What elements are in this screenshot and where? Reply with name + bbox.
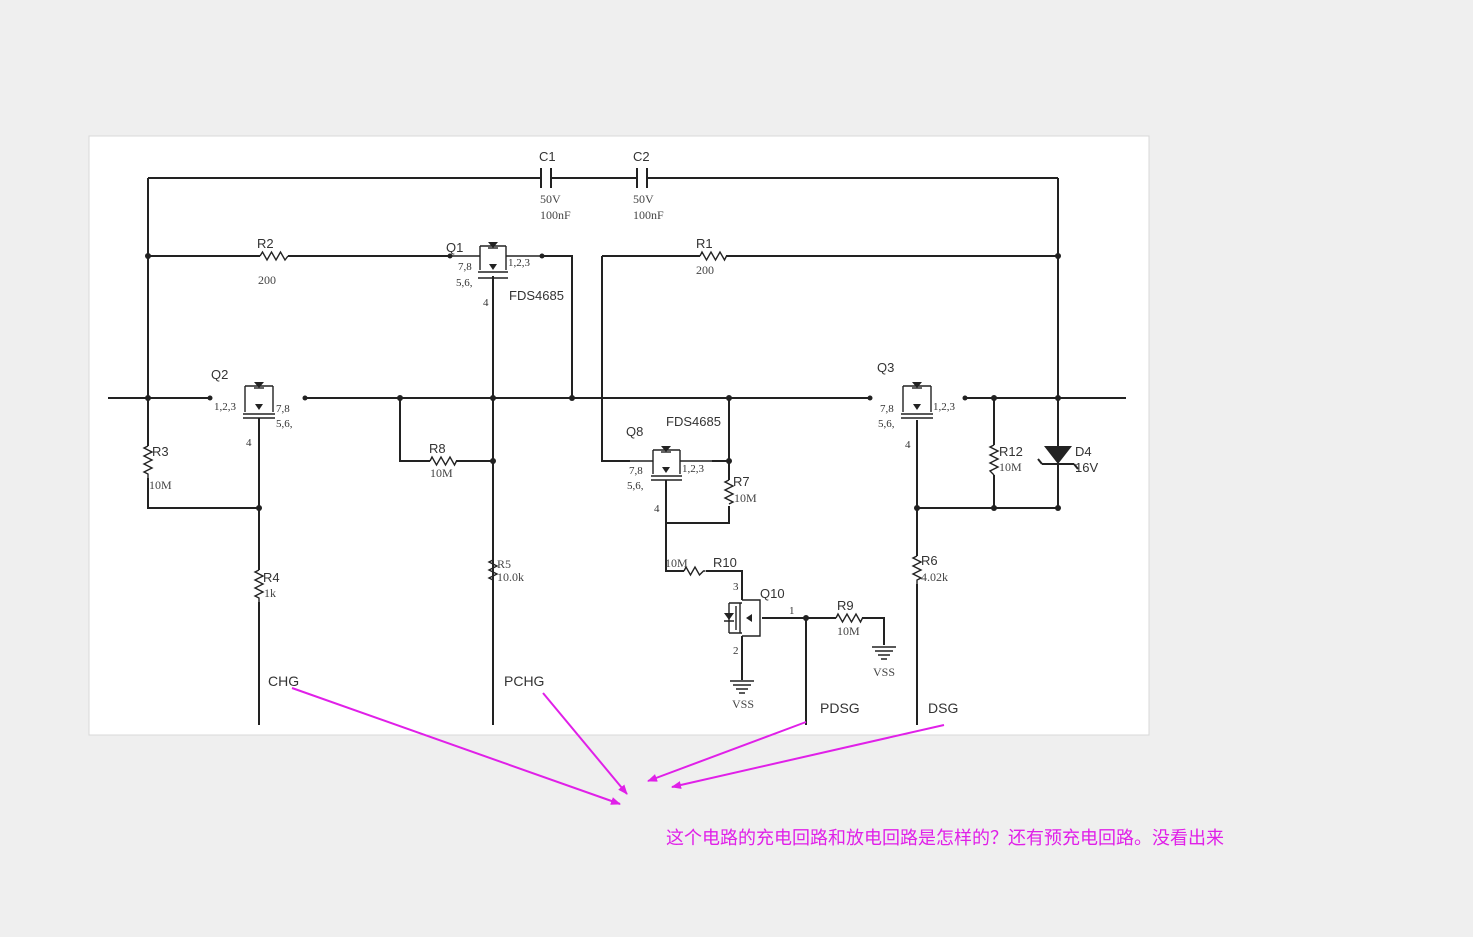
arrow-from-chg: [291, 687, 621, 805]
r9-value: 10M: [837, 624, 860, 638]
resistor-r6: R6 4.02k: [911, 553, 948, 584]
resistor-r8: R8 10M: [429, 441, 458, 480]
q8-part: FDS4685: [666, 414, 721, 429]
r5-value: 10.0k: [497, 570, 524, 584]
capacitor-c2: C2 50V 100nF: [633, 149, 664, 222]
capacitor-c1: C1 50V 100nF: [539, 149, 571, 222]
c2-voltage: 50V: [633, 192, 654, 206]
mosfet-q3: Q3 1,2,3 7,8 5,6, 4: [877, 360, 956, 451]
wires: [108, 177, 1126, 725]
q8-gate: 4: [654, 503, 660, 515]
q3-pins-c: 5,6,: [878, 418, 895, 430]
q1-ref: Q1: [446, 240, 463, 255]
q8-pins-c: 5,6,: [627, 480, 644, 492]
r4-ref: R4: [263, 570, 280, 585]
r7-value: 10M: [734, 491, 757, 505]
signal-pchg: PCHG: [504, 673, 544, 689]
q1-gate: 4: [483, 297, 489, 309]
q1-pins-b: 7,8: [458, 261, 472, 273]
q10-ref: Q10: [760, 586, 785, 601]
resistor-r1: R1 200: [696, 236, 728, 277]
q3-pins-b: 7,8: [880, 403, 894, 415]
r2-ref: R2: [257, 236, 274, 251]
ground-right: VSS: [872, 646, 896, 679]
r3-value: 10M: [149, 478, 172, 492]
q2-pins-b: 7,8: [276, 403, 290, 415]
r7-ref: R7: [733, 474, 750, 489]
resistor-r3: R3 10M: [142, 444, 172, 492]
mosfet-q1: Q1 1,2,3 7,8 5,6, 4 FDS4685: [446, 240, 564, 309]
ground-left: VSS: [730, 680, 754, 711]
resistor-r10: 10M R10: [665, 555, 737, 577]
resistor-r4: R4 1k: [253, 569, 280, 602]
r10-ref: R10: [713, 555, 737, 570]
mosfet-q10: Q10 1 2 3: [724, 581, 795, 657]
r3-ref: R3: [152, 444, 169, 459]
mosfet-q8: Q8 1,2,3 7,8 5,6, 4 FDS4685: [626, 414, 721, 515]
c1-ref: C1: [539, 149, 556, 164]
arrow-from-dsg: [671, 724, 945, 789]
r4-value: 1k: [264, 586, 276, 600]
q3-pins-a: 1,2,3: [933, 401, 956, 413]
question-annotation: 这个电路的充电回路和放电回路是怎样的？还有预充电回路。没看出来: [666, 828, 1224, 849]
resistor-r12: R12 10M: [988, 444, 1023, 476]
annotation-arrows: [291, 687, 945, 805]
r8-value: 10M: [430, 466, 453, 480]
resistor-r2: R2 200: [257, 236, 289, 287]
q1-pins-a: 1,2,3: [508, 257, 531, 269]
q1-pins-c: 5,6,: [456, 277, 473, 289]
signal-dsg: DSG: [928, 700, 958, 716]
c2-ref: C2: [633, 149, 650, 164]
q10-pin3: 3: [733, 581, 739, 593]
r10-value: 10M: [665, 556, 688, 570]
r6-value: 4.02k: [921, 570, 948, 584]
r2-value: 200: [258, 273, 276, 287]
r12-value: 10M: [999, 460, 1022, 474]
r8-ref: R8: [429, 441, 446, 456]
r12-ref: R12: [999, 444, 1023, 459]
q2-pins-c: 5,6,: [276, 418, 293, 430]
arrow-from-pdsg: [647, 721, 807, 782]
c1-value: 100nF: [540, 208, 571, 222]
signal-pdsg: PDSG: [820, 700, 860, 716]
r1-value: 200: [696, 263, 714, 277]
junction-dots: [145, 253, 1061, 621]
mosfet-q2: Q2 1,2,3 7,8 5,6, 4: [211, 367, 293, 449]
ground-right-label: VSS: [873, 665, 895, 679]
zener-diode-d4: D4 16V: [1037, 444, 1098, 475]
r9-ref: R9: [837, 598, 854, 613]
q2-ref: Q2: [211, 367, 228, 382]
r1-ref: R1: [696, 236, 713, 251]
r6-ref: R6: [921, 553, 938, 568]
d4-ref: D4: [1075, 444, 1092, 459]
resistor-r5: R5 10.0k: [487, 557, 524, 584]
q8-pins-b: 7,8: [629, 465, 643, 477]
q2-pins-a: 1,2,3: [214, 401, 237, 413]
r5-ref: R5: [497, 557, 511, 571]
q10-pin2: 2: [733, 645, 739, 657]
q2-gate: 4: [246, 437, 252, 449]
q3-gate: 4: [905, 439, 911, 451]
arrow-from-pchg: [542, 692, 628, 795]
ground-left-label: VSS: [732, 697, 754, 711]
c1-voltage: 50V: [540, 192, 561, 206]
resistor-r7: R7 10M: [723, 474, 757, 505]
resistor-r9: R9 10M: [835, 598, 864, 638]
q10-pin1: 1: [789, 605, 795, 617]
c2-value: 100nF: [633, 208, 664, 222]
q8-pins-a: 1,2,3: [682, 463, 705, 475]
signal-chg: CHG: [268, 673, 299, 689]
schematic-panel: [88, 135, 1150, 736]
q3-ref: Q3: [877, 360, 894, 375]
q1-part: FDS4685: [509, 288, 564, 303]
d4-value: 16V: [1075, 460, 1098, 475]
q8-ref: Q8: [626, 424, 643, 439]
